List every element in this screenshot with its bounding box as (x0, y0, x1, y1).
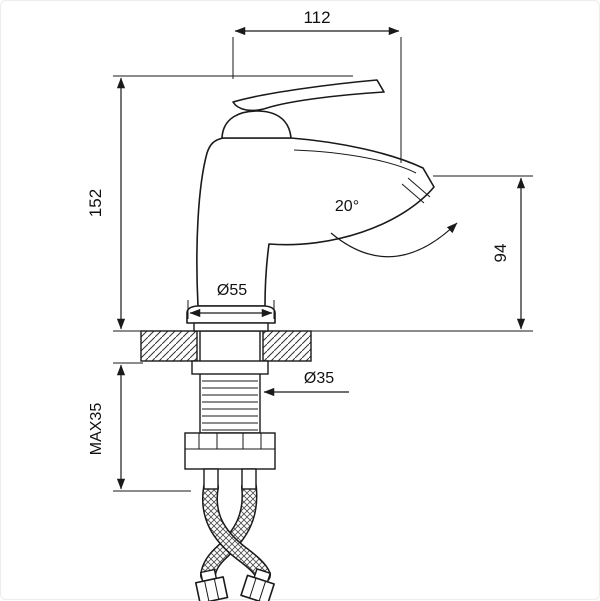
handle-dome (221, 110, 292, 139)
hose-right-braid (203, 480, 270, 582)
dim-spout-height: 94 (433, 175, 533, 330)
shank-threads (202, 380, 258, 431)
spout-inner-line (293, 149, 417, 174)
dim-max-thickness: MAX35 (88, 362, 191, 492)
dim-label-spout-height: 94 (491, 244, 510, 263)
mounting-nut-castellations (185, 433, 275, 450)
extension-lines-152 (113, 75, 533, 332)
nut-tab-right (241, 468, 257, 490)
dim-label-base-diameter: Ø55 (217, 282, 247, 299)
shank-washer (191, 360, 269, 375)
nut-tab-left (203, 468, 219, 490)
hose-left-braid (201, 480, 256, 582)
countertop-left-block (140, 330, 198, 362)
mounting-nut (184, 432, 276, 470)
extension-lines-112 (232, 37, 402, 163)
hose-fitting-right (240, 568, 275, 601)
extension-lines-55 (187, 300, 275, 319)
countertop-section (140, 330, 312, 362)
dim-label-mount-hole: Ø35 (304, 370, 334, 387)
threaded-shank (184, 330, 276, 490)
base-gasket (193, 322, 269, 332)
dim-base-diameter: Ø55 (187, 282, 275, 319)
countertop-right-block (262, 330, 312, 362)
fitting-hex-nut (194, 576, 229, 601)
fitting-facets (204, 578, 220, 601)
dim-label-spout-reach: 112 (303, 8, 330, 27)
aerator-lines (401, 177, 431, 204)
dim-spout-angle: 20° (330, 198, 458, 258)
extension-lines-max35 (113, 362, 191, 492)
dim-spout-reach: 112 (232, 8, 402, 163)
hose-fitting-left (194, 568, 229, 601)
faucet-drawing (140, 79, 435, 601)
body-and-spout-outline (196, 137, 435, 307)
dim-label-total-height: 152 (86, 189, 105, 217)
dim-label-max-thickness: MAX35 (88, 403, 105, 456)
handle-lever (232, 79, 385, 112)
dim-total-height: 152 (86, 75, 533, 332)
fitting-facets (249, 577, 267, 601)
supply-hoses (194, 479, 275, 601)
dim-label-spout-angle: 20° (335, 198, 359, 215)
base-flange (186, 305, 276, 324)
angle-arc-arrow (330, 222, 458, 258)
dim-mount-hole-diameter: Ø35 (263, 370, 349, 397)
shank-body (199, 330, 261, 434)
faucet-body (186, 79, 435, 332)
